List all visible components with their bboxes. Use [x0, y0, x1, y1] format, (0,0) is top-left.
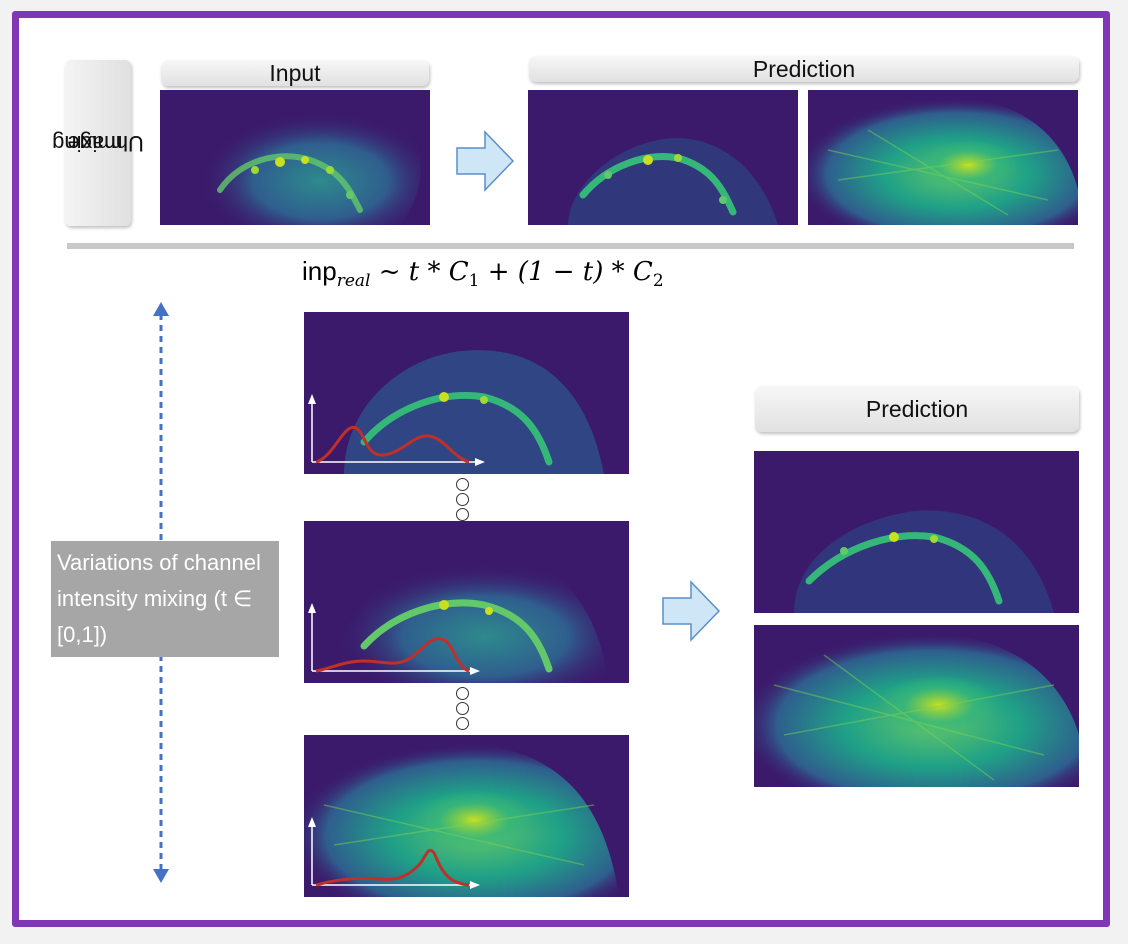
prediction-image-top-1 [528, 90, 798, 225]
arrow-bottom [661, 580, 721, 642]
input-image [160, 90, 430, 225]
prediction-image-top-2 [808, 90, 1078, 225]
mixed-input-image-1 [304, 312, 629, 474]
prediction-image-bottom-2 [754, 625, 1079, 787]
prediction-image-bottom-1 [754, 451, 1079, 613]
ellipsis-dots-1 [456, 478, 469, 523]
arrow-top [455, 130, 515, 192]
separator-line [67, 243, 1074, 249]
prediction-header-top: Prediction [529, 56, 1079, 82]
mixed-input-image-3 [304, 735, 629, 897]
mixed-input-image-2 [304, 521, 629, 683]
ellipsis-dots-2 [456, 687, 469, 732]
prediction-header-bottom: Prediction [755, 386, 1079, 432]
mixing-formula: inpreal ~ t * C1 + (1 − t) * C2 [302, 256, 664, 292]
variation-label: Variations of channel intensity mixing (… [51, 541, 279, 657]
input-header: Input [161, 60, 429, 86]
